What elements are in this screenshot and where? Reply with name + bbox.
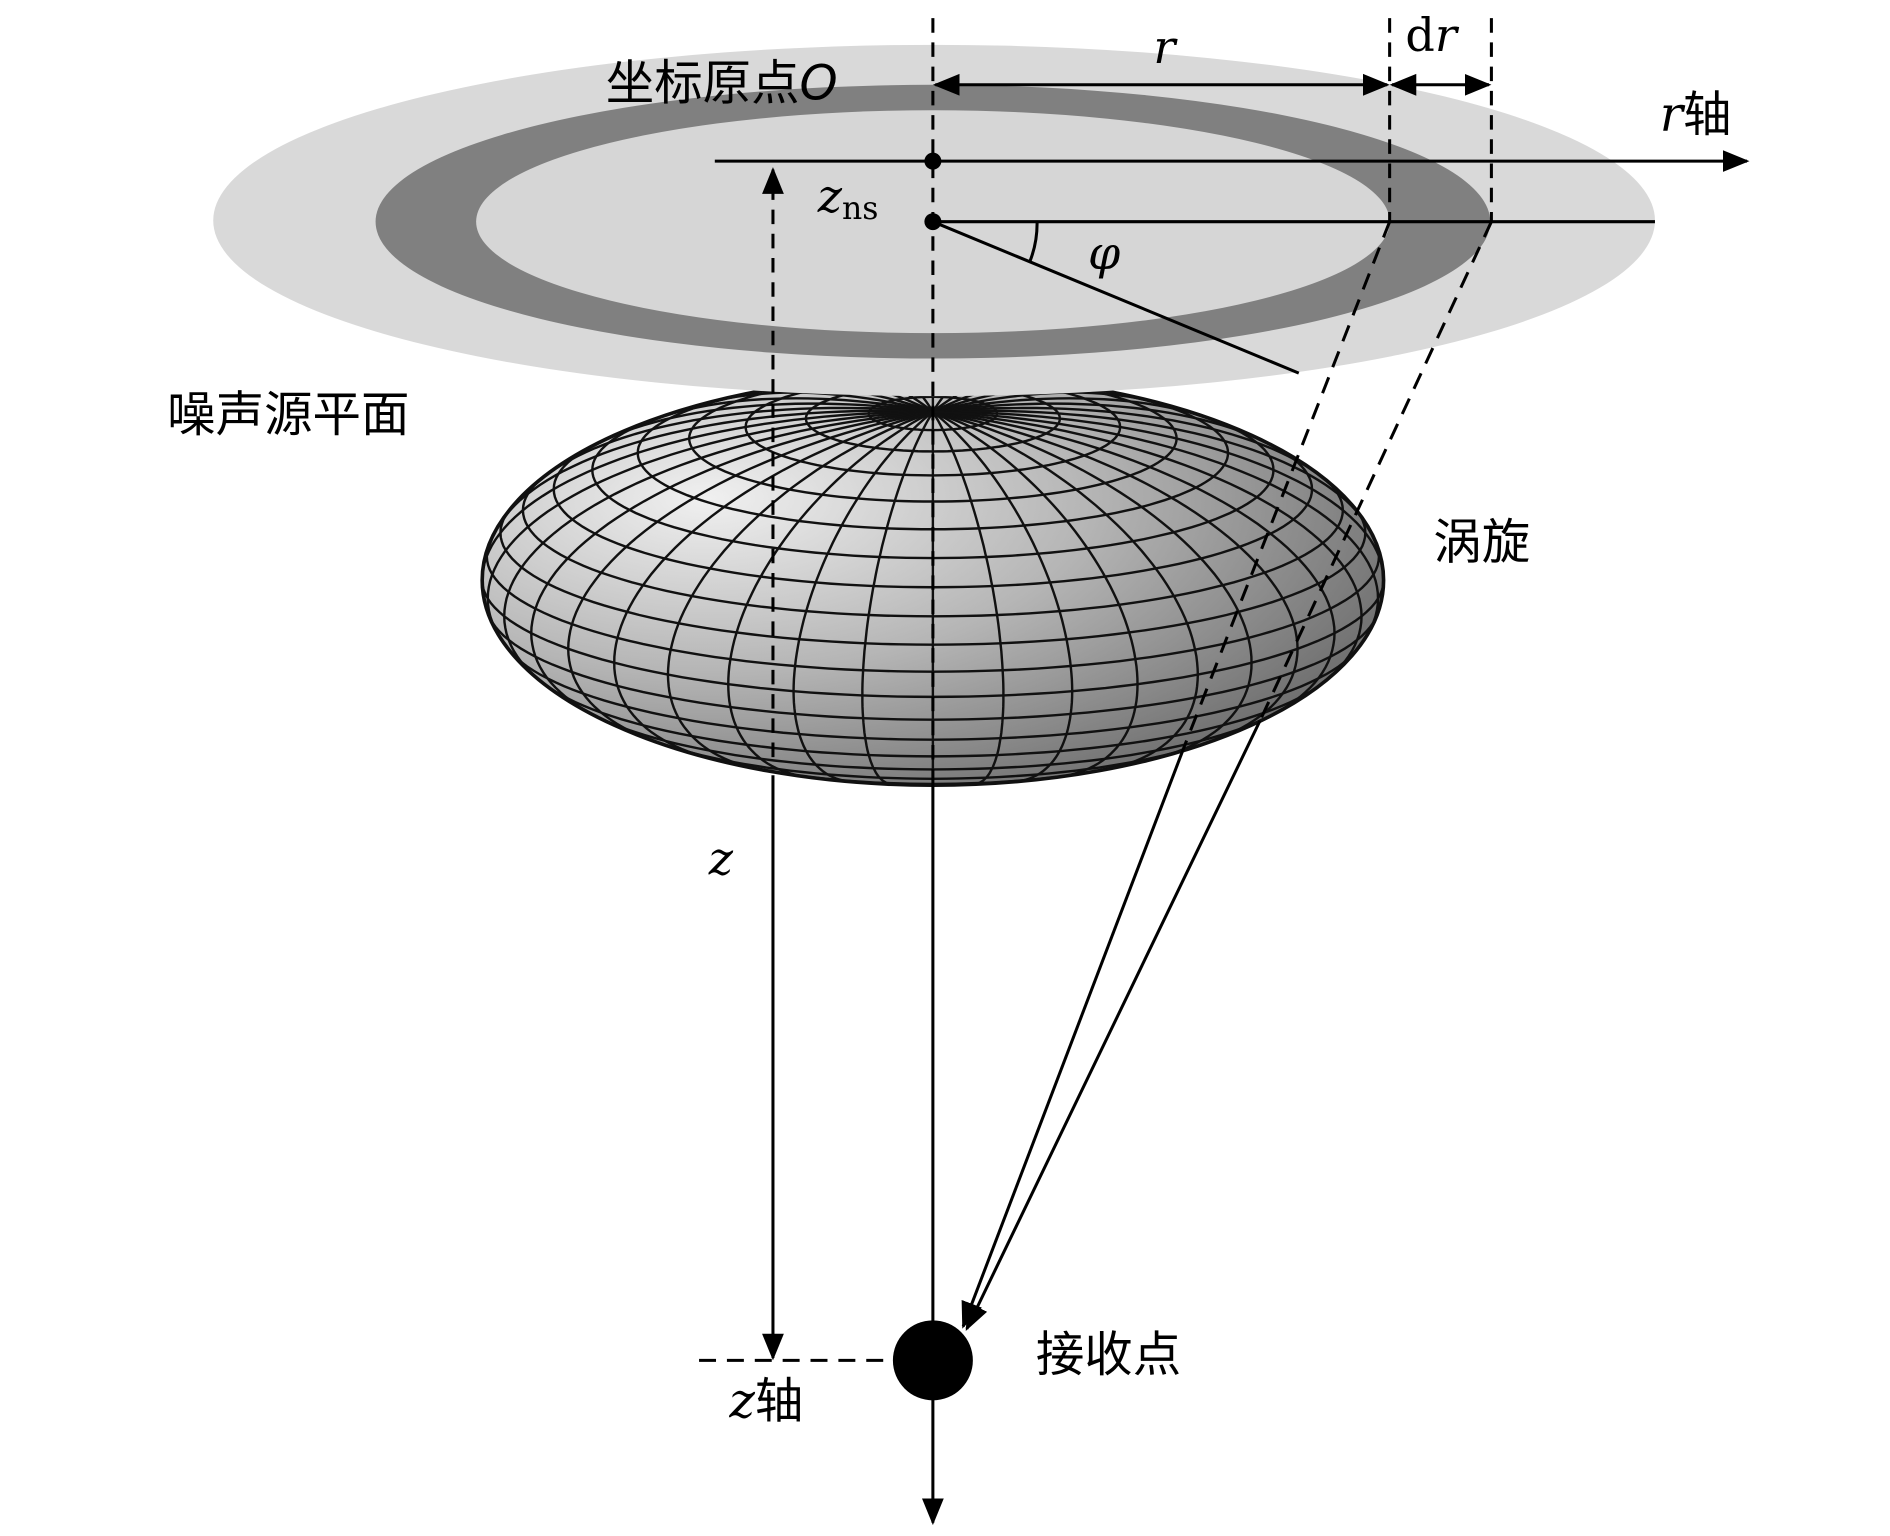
origin-label: 坐标原点O: [606, 55, 838, 111]
vortex-meridian: [727, 410, 934, 779]
phi-line: [932, 220, 1300, 375]
vortex-meridian: [792, 410, 934, 783]
vortex-meridian: [613, 410, 934, 758]
phi-arc: [1028, 221, 1039, 263]
vortex-meridian: [932, 410, 1380, 634]
vortex-meridian: [499, 409, 933, 523]
phi-label: φ: [1088, 226, 1121, 280]
vortex-meridian: [566, 410, 934, 743]
vortex-meridian: [599, 402, 934, 444]
vortex-meridian: [932, 410, 1299, 743]
vortex-meridian: [932, 410, 1336, 716]
vortex-meridian: [932, 410, 1363, 683]
vortex-parallel: [521, 476, 1345, 618]
vortex-meridian: [861, 411, 934, 786]
r-axis-label: r轴: [1660, 87, 1732, 143]
vortex-parallel: [591, 416, 1275, 560]
vortex-parallel: [488, 617, 1378, 721]
vortex-meridian: [932, 410, 1139, 779]
ray-dr-solid: [965, 720, 1262, 1332]
receiver-point: [892, 1320, 973, 1401]
vortex-parallel: [636, 391, 1230, 531]
receiver-label: 接收点: [1036, 1327, 1181, 1383]
vortex-meridian: [546, 406, 933, 475]
vortex-meridian: [932, 409, 1366, 523]
noise-plane-label: 噪声源平面: [167, 387, 409, 443]
vortex-parallel: [481, 580, 1385, 699]
z-axis-label: z轴: [728, 1373, 803, 1429]
ray-dr-dashed: [1258, 221, 1493, 722]
vortex-parallel: [499, 510, 1367, 646]
plane-center-dot: [924, 152, 942, 170]
vortex-meridian: [503, 410, 933, 683]
vortex-parallel: [485, 546, 1381, 673]
vortex-label: 涡旋: [1433, 514, 1530, 570]
vortex-meridian: [932, 402, 1267, 444]
vortex-meridian: [932, 410, 1385, 581]
vortex-meridian: [932, 410, 1074, 783]
vortex-parallel: [867, 395, 999, 432]
vortex-meridian: [530, 410, 934, 716]
vortex-meridian: [932, 410, 1253, 758]
vortex-meridian: [486, 410, 933, 634]
vortex-parallel: [511, 653, 1355, 741]
vortex-meridian: [932, 406, 1319, 475]
z-label: z: [708, 832, 734, 886]
zns-label: zns: [817, 169, 879, 227]
vortex-parallel: [552, 447, 1314, 589]
r-label: r: [1153, 20, 1178, 74]
ray-r-dashed: [1183, 221, 1392, 746]
dr-label: dr: [1405, 8, 1459, 62]
source-center-dot: [924, 213, 942, 231]
ray-r-solid: [961, 744, 1187, 1329]
vortex-meridian: [931, 411, 1005, 786]
